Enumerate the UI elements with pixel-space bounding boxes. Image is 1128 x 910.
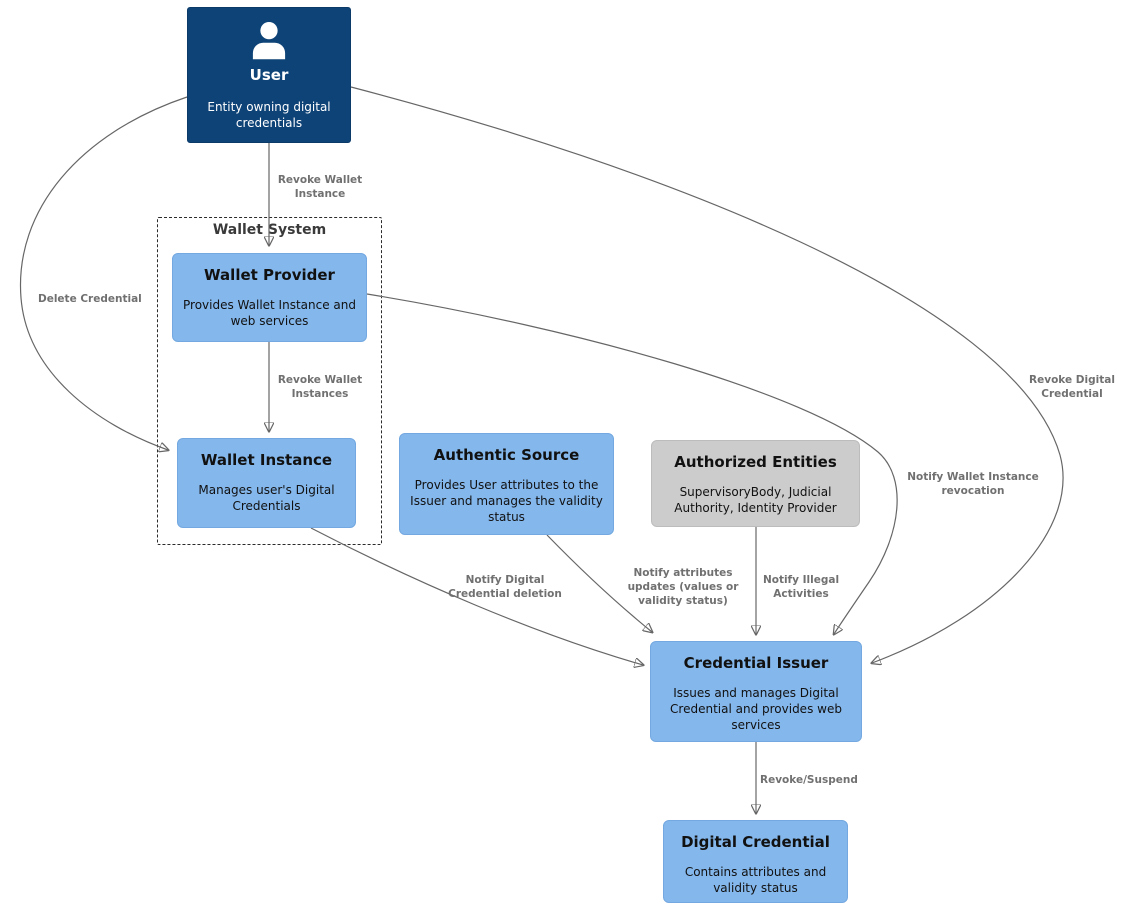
wallet-instance-description: Manages user's Digital Credentials	[198, 483, 335, 514]
edge-label-notify-attributes-updates: Notify attributes updates (values or val…	[627, 567, 739, 607]
digital-credential-title: Digital Credential	[681, 833, 830, 851]
authorized-entities-title: Authorized Entities	[674, 453, 837, 471]
edge-wallet-provider-to-credential-issuer	[366, 293, 898, 634]
wallet-instance-node: Wallet Instance Manages user's Digital C…	[177, 438, 356, 528]
edge-label-revoke-wallet-instances: Revoke Wallet Instances	[277, 374, 363, 400]
edge-label-revoke-suspend: Revoke/Suspend	[760, 774, 858, 786]
edge-label-revoke-digital-credential: Revoke Digital Credential	[1029, 374, 1115, 400]
wallet-provider-description: Provides Wallet Instance and web service…	[183, 298, 356, 329]
edge-label-notify-wallet-instance-revocation: Notify Wallet Instance revocation	[907, 471, 1039, 497]
edge-label-delete-credential: Delete Credential	[38, 293, 142, 305]
edge-label-revoke-wallet-instance: Revoke Wallet Instance	[277, 174, 363, 200]
edge-authentic-source-to-credential-issuer	[546, 534, 652, 632]
digital-credential-description: Contains attributes and validity status	[684, 865, 827, 896]
credential-issuer-description: Issues and manages Digital Credential an…	[670, 686, 842, 733]
authorized-entities-description: SupervisoryBody, Judicial Authority, Ide…	[674, 485, 837, 516]
authentic-source-title: Authentic Source	[433, 446, 580, 464]
user-icon	[252, 22, 286, 60]
credential-issuer-title: Credential Issuer	[683, 654, 829, 672]
edge-user-to-credential-issuer	[350, 86, 1064, 663]
wallet-provider-node: Wallet Provider Provides Wallet Instance…	[172, 253, 367, 342]
digital-credential-node: Digital Credential Contains attributes a…	[663, 820, 848, 903]
user-node-title: User	[249, 66, 289, 84]
edge-label-notify-digital-credential-deletion: Notify Digital Credential deletion	[448, 574, 562, 600]
edge-label-notify-illegal-activities: Notify Illegal Activities	[762, 574, 840, 600]
edge-wallet-instance-to-credential-issuer	[310, 527, 643, 665]
authentic-source-node: Authentic Source Provides User attribute…	[399, 433, 614, 535]
authentic-source-description: Provides User attributes to the Issuer a…	[410, 478, 603, 525]
credential-issuer-node: Credential Issuer Issues and manages Dig…	[650, 641, 862, 742]
user-node-description: Entity owning digital credentials	[207, 100, 331, 131]
wallet-provider-title: Wallet Provider	[204, 266, 335, 284]
edge-user-to-wallet-instance	[19, 96, 188, 450]
authorized-entities-node: Authorized Entities SupervisoryBody, Jud…	[651, 440, 860, 527]
wallet-instance-title: Wallet Instance	[200, 451, 333, 469]
user-node: User Entity owning digital credentials	[187, 7, 351, 143]
